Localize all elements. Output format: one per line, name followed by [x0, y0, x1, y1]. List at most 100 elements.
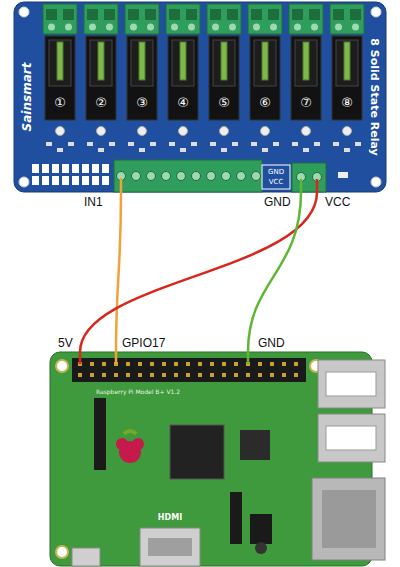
header-silk-part	[42, 164, 49, 173]
header-silk-part	[62, 164, 69, 173]
relay-board-node: Sainsmart 8 Solid State Relay	[14, 2, 386, 192]
pin-label: GPIO17	[122, 337, 165, 349]
relay-board-part	[289, 4, 323, 152]
input-terminal-strip-part-part	[237, 172, 246, 181]
raspberry-pi-part-part	[294, 373, 298, 377]
callout-number: ③	[136, 96, 148, 109]
jumper-wire	[248, 192, 301, 352]
port-label: HDMI	[158, 514, 182, 522]
raspberry-pi-part	[56, 360, 68, 372]
raspberry-pi-part-part	[126, 373, 130, 377]
raspberry-pi-part	[72, 358, 306, 382]
relay-board-part	[330, 4, 364, 152]
relay-board	[14, 2, 386, 192]
wire-stubs-part	[316, 179, 319, 192]
relay-board-part	[43, 4, 77, 152]
pin-label: GND	[258, 337, 285, 349]
input-terminal-strip-part-part	[132, 172, 141, 181]
raspberry-pi-part	[326, 372, 376, 396]
callout-number: ⑦	[300, 96, 312, 109]
relay-board-part	[19, 177, 29, 187]
smd-part	[338, 172, 348, 178]
raspberry-pi-part-part	[78, 373, 82, 377]
input-terminal-strip-part-part	[207, 172, 216, 181]
raspberry-pi-part-part	[270, 362, 274, 366]
wire-stubs-part	[247, 352, 250, 364]
raspberry-pi-part-part	[258, 362, 262, 366]
raspberry-pi-node: Raspberry Pi Model B+ V1.2HDMI	[50, 352, 372, 566]
header-silk-part	[102, 176, 109, 185]
relay-board-part	[207, 4, 241, 152]
raspberry-pi-part-part	[138, 362, 142, 366]
raspberry-pi-part-part	[222, 373, 226, 377]
wire-stubs	[121, 178, 317, 192]
raspberry-pi-part-part	[138, 373, 142, 377]
raspberry-pi-part	[78, 362, 298, 377]
wire-stubs-part	[300, 179, 303, 192]
power-header-box	[262, 165, 290, 189]
raspberry-pi-part-part	[150, 373, 154, 377]
brand-text: Sainsmart	[21, 63, 33, 132]
raspberry-pi-part	[240, 430, 270, 460]
header-silk-part	[72, 164, 79, 173]
silk-pin-name: GND	[268, 169, 284, 176]
raspberry-pi-part	[312, 478, 385, 560]
header-silk-part	[52, 164, 59, 173]
callout-number: ①	[54, 96, 66, 109]
raspberry-logo-part	[124, 431, 136, 434]
header-silk-part	[92, 176, 99, 185]
input-terminal-strip-part-part	[252, 172, 261, 181]
input-terminal-strip-part-part	[222, 172, 231, 181]
relay-board-part	[248, 4, 282, 152]
raspberry-pi-part-part	[198, 373, 202, 377]
header-silk-part	[52, 176, 59, 185]
header-silk-part	[82, 176, 89, 185]
power-terminal-part	[292, 163, 326, 192]
relay-board-part	[14, 2, 386, 192]
raspberry-pi-part-part	[126, 362, 130, 366]
raspberry-pi-part-part	[198, 362, 202, 366]
header-silk-part	[62, 176, 69, 185]
raspberry-pi-part-part	[282, 362, 286, 366]
model-text: 8 Solid State Relay	[369, 38, 380, 155]
raspberry-pi-part	[94, 398, 106, 470]
header-silk-part	[92, 164, 99, 173]
raspberry-pi-part-part	[150, 362, 154, 366]
raspberry-pi-part	[250, 514, 272, 544]
raspberry-pi-part-part	[102, 362, 106, 366]
raspberry-pi-part-part	[186, 362, 190, 366]
raspberry-logo-part	[116, 438, 128, 450]
input-terminal-strip-part-part	[177, 172, 186, 181]
raspberry-pi-part	[148, 538, 192, 556]
header-silk-part	[72, 176, 79, 185]
callout-number: ⑤	[218, 96, 230, 109]
raspberry-pi-part-part	[234, 373, 238, 377]
raspberry-pi-part-part	[90, 373, 94, 377]
input-terminal-strip-part	[114, 160, 262, 192]
raspberry-pi-part-part	[174, 373, 178, 377]
wire-stubs-part	[115, 352, 118, 364]
pin-label: VCC	[325, 196, 350, 208]
raspberry-pi-part	[56, 546, 68, 558]
pin-label: GND	[264, 196, 291, 208]
silk-pin-name: VCC	[269, 179, 284, 186]
input-terminal-strip	[114, 160, 262, 192]
input-terminal-strip-part	[117, 172, 261, 181]
raspberry-pi-part-part	[270, 373, 274, 377]
raspberry-pi-part-part	[210, 373, 214, 377]
relay-board-part	[166, 4, 200, 152]
raspberry-pi	[50, 352, 385, 566]
callout-number: ④	[177, 96, 189, 109]
raspberry-pi-part	[255, 542, 267, 554]
header-silk	[32, 164, 109, 185]
raspberry-pi-part	[318, 360, 385, 408]
raspberry-pi-part-part	[222, 362, 226, 366]
input-terminal-strip-part-part	[147, 172, 156, 181]
power-terminal	[292, 163, 326, 192]
raspberry-pi-part-part	[162, 362, 166, 366]
callout-number: ②	[95, 96, 107, 109]
pin-label: 5V	[58, 337, 73, 349]
raspberry-pi-part	[170, 425, 224, 479]
raspberry-pi-part-part	[162, 373, 166, 377]
